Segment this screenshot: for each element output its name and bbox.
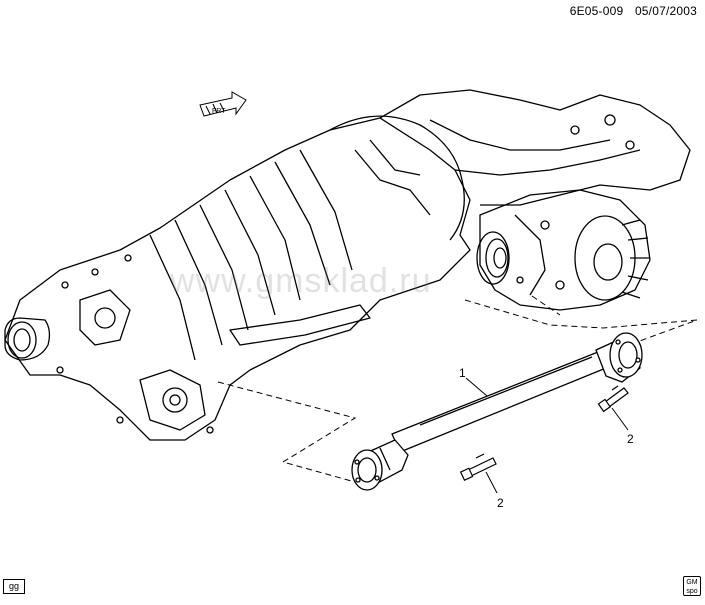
figure-id: 6E05-009: [569, 4, 624, 18]
spo-logo-text: spo: [686, 588, 698, 595]
callout-1: 1: [459, 366, 466, 380]
transmission-assembly: [4, 89, 691, 441]
figure-date: 05/07/2003: [634, 4, 697, 18]
propeller-shaft: [351, 332, 643, 491]
differential-assembly: [476, 189, 651, 311]
figure-header: 6E05-009 05/07/2003: [562, 4, 697, 18]
gm-logo-text: GM: [686, 579, 698, 586]
callout-2-front: 2: [497, 496, 504, 510]
gm-spo-logo: GM spo: [683, 576, 701, 596]
bolt-front-icon: [459, 453, 497, 482]
callout-numbers: 1 2 2: [459, 366, 634, 510]
front-arrow-label: FRT: [212, 108, 226, 115]
callout-2-rear: 2: [627, 432, 634, 446]
leader-lines: [217, 295, 698, 483]
front-direction-arrow-icon: FRT: [199, 91, 247, 117]
watermark: www.gmsklad.ru: [170, 262, 432, 300]
bolt-rear-icon: [597, 385, 629, 413]
badge-gg: gg: [3, 579, 25, 594]
callout-leaders: [465, 377, 629, 494]
